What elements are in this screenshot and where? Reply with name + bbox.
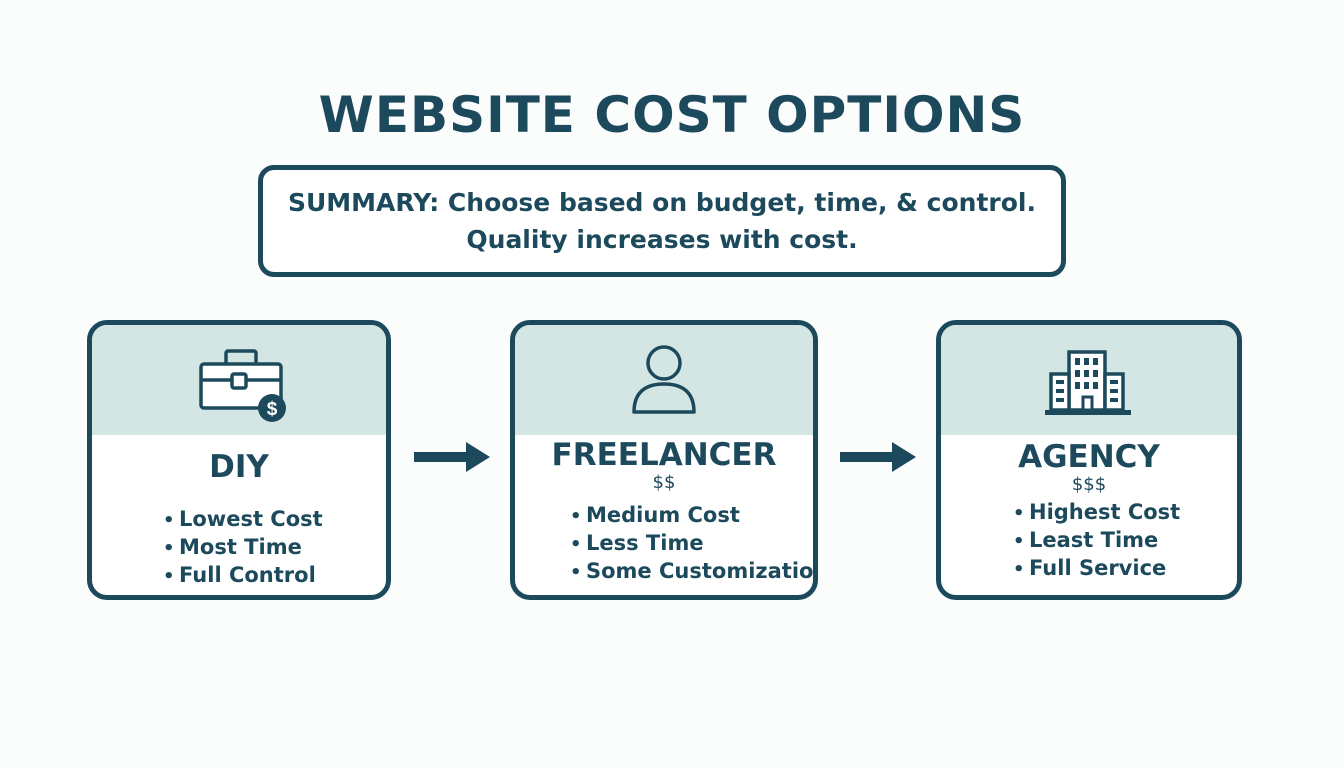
card-title: DIY bbox=[209, 449, 269, 485]
building-icon bbox=[1045, 350, 1131, 415]
option-card-diy: $ DIY •Lowest Cost •Most Time •Full Cont… bbox=[87, 320, 391, 600]
feature-list: •Lowest Cost •Most Time •Full Control bbox=[163, 506, 386, 590]
list-item: •Full Service bbox=[1013, 556, 1167, 580]
list-item: •Medium Cost bbox=[570, 503, 740, 527]
card-title: AGENCY bbox=[1018, 439, 1160, 475]
card-header: $ bbox=[92, 325, 386, 435]
person-icon bbox=[632, 345, 696, 414]
option-card-agency: AGENCY $$$ •Highest Cost •Least Time •Fu… bbox=[936, 320, 1242, 600]
feature-list: •Highest Cost •Least Time •Full Service bbox=[1013, 499, 1237, 583]
svg-text:$: $ bbox=[267, 399, 278, 420]
list-item: •Highest Cost bbox=[1013, 500, 1181, 524]
list-item: •Less Time bbox=[570, 531, 704, 555]
list-item: •Lowest Cost bbox=[163, 507, 323, 531]
list-item: •Some Customization bbox=[570, 559, 818, 583]
toolbox-dollar-icon: $ bbox=[199, 349, 286, 422]
card-header bbox=[515, 325, 813, 435]
page-title: WEBSITE COST OPTIONS bbox=[318, 86, 1026, 144]
card-header bbox=[941, 325, 1237, 435]
right-arrow-icon bbox=[840, 442, 916, 472]
list-item: •Least Time bbox=[1013, 528, 1159, 552]
right-arrow-icon bbox=[414, 442, 490, 472]
card-title: FREELANCER bbox=[551, 437, 777, 473]
price-label: $$$ bbox=[1071, 474, 1107, 495]
summary-line-1: SUMMARY: Choose based on budget, time, &… bbox=[288, 188, 1036, 217]
price-label: $$ bbox=[652, 472, 676, 493]
summary-line-2: Quality increases with cost. bbox=[466, 225, 858, 254]
option-card-freelancer: FREELANCER $$ •Medium Cost •Less Time •S… bbox=[510, 320, 818, 600]
list-item: •Full Control bbox=[163, 563, 316, 587]
summary-box: SUMMARY: Choose based on budget, time, &… bbox=[258, 165, 1066, 277]
list-item: •Most Time bbox=[163, 535, 302, 559]
feature-list: •Medium Cost •Less Time •Some Customizat… bbox=[570, 502, 813, 586]
